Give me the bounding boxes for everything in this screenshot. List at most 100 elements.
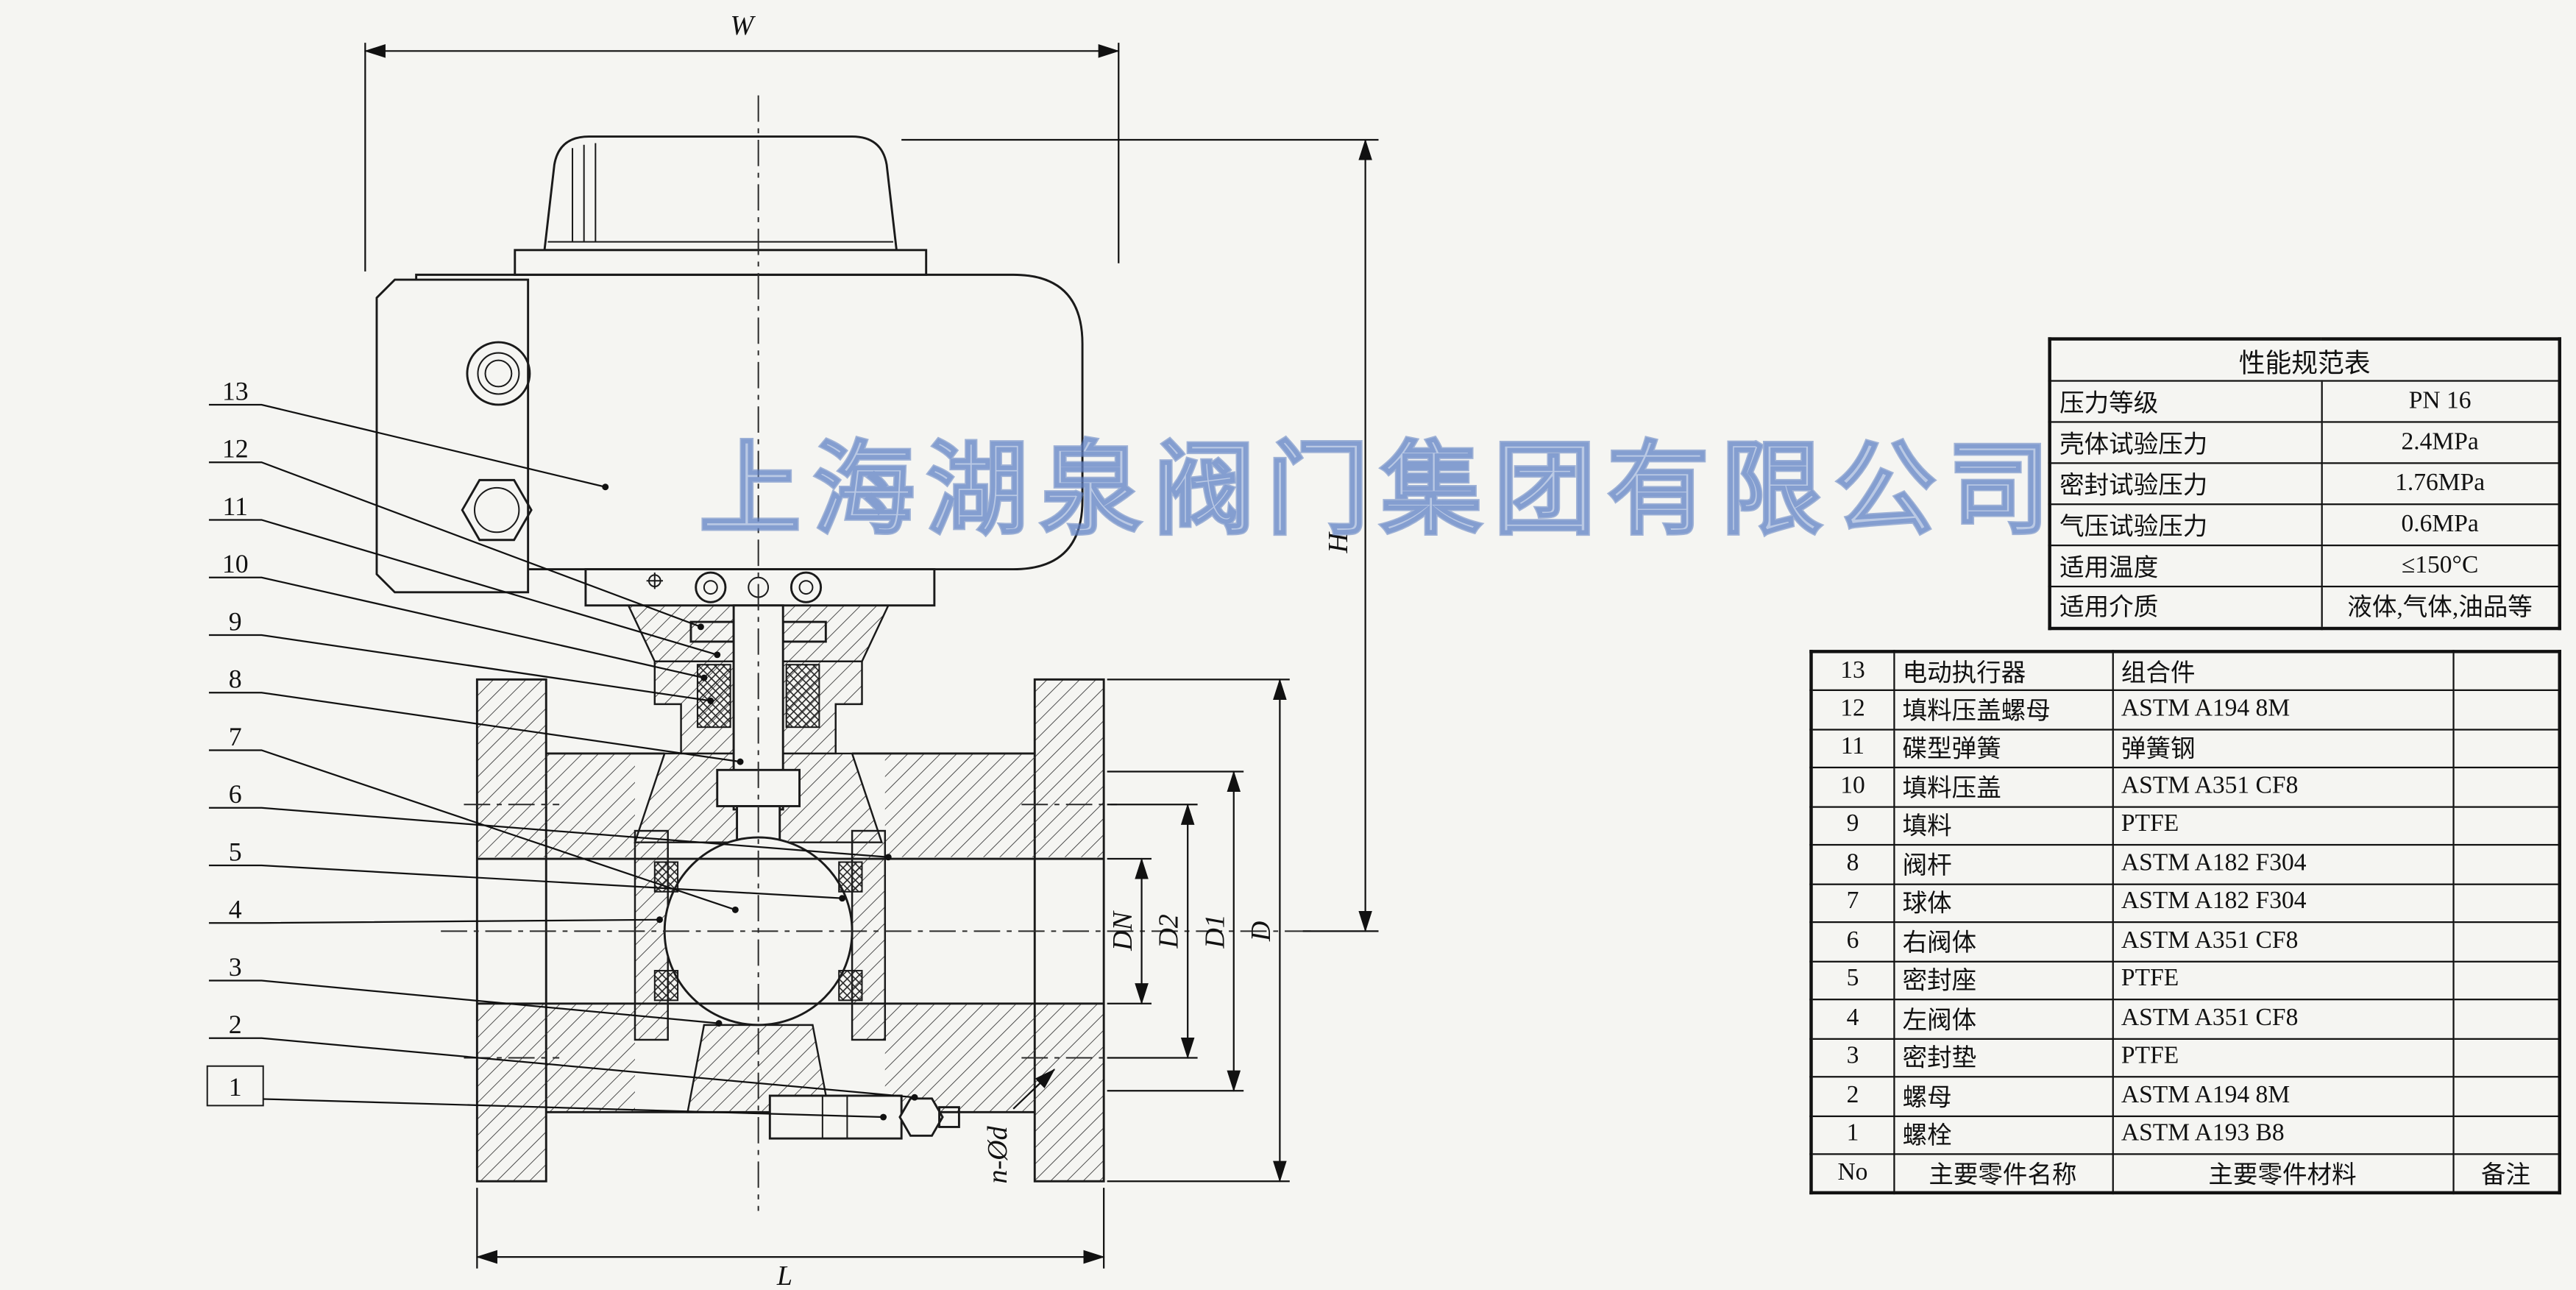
part-name: 球体 xyxy=(1892,882,2113,924)
part-remark xyxy=(2452,1037,2561,1078)
body-joint-left xyxy=(634,829,669,1041)
part-no: 4 xyxy=(1810,999,1895,1039)
callout-10: 10 xyxy=(222,549,249,578)
parts-materials-table: 13 电动执行器 组合件 12 填料压盖螺母 ASTM A194 8M 11 碟… xyxy=(1809,650,2561,1195)
part-material: ASTM A194 8M xyxy=(2111,1076,2454,1116)
part-remark xyxy=(2452,960,2561,1001)
dim-label-nod: n-Ød xyxy=(982,1125,1013,1183)
spec-value: 0.6MPa xyxy=(2320,503,2561,547)
part-material: ASTM A194 8M xyxy=(2111,689,2454,730)
parts-row: 2 螺母 ASTM A194 8M xyxy=(1810,1076,2561,1116)
parts-row: 3 密封垫 PTFE xyxy=(1810,1037,2561,1078)
part-no: 12 xyxy=(1810,689,1895,730)
centerlines xyxy=(441,95,1316,1211)
part-name: 阀杆 xyxy=(1892,843,2113,885)
part-no: 10 xyxy=(1810,766,1895,807)
dimensions: W H L DN D2 D1 D n-Ød xyxy=(363,10,1379,1290)
spec-value: ≤150°C xyxy=(2320,545,2561,588)
spec-table-title: 性能规范表 xyxy=(2048,338,2561,382)
part-no: 11 xyxy=(1810,728,1895,769)
part-no: 3 xyxy=(1810,1037,1895,1078)
left-pipe-flange xyxy=(475,678,547,1183)
part-no: 7 xyxy=(1810,882,1895,924)
spec-row: 气压试验压力 0.6MPa xyxy=(2048,503,2561,547)
part-material: ASTM A351 CF8 xyxy=(2111,921,2454,962)
spec-value: 1.76MPa xyxy=(2320,462,2561,506)
part-material: PTFE xyxy=(2111,805,2454,846)
callout-7: 7 xyxy=(229,722,242,751)
part-remark xyxy=(2452,1076,2561,1116)
callout-1: 1 xyxy=(229,1072,242,1102)
callout-6: 6 xyxy=(229,779,242,809)
dim-label-d: D xyxy=(1246,921,1277,942)
spec-label: 压力等级 xyxy=(2048,380,2322,423)
part-material: ASTM A182 F304 xyxy=(2111,882,2454,924)
dim-label-d2: D2 xyxy=(1154,914,1185,949)
part-remark xyxy=(2452,651,2561,691)
parts-header-row: No 主要零件名称 主要零件材料 备注 xyxy=(1810,1153,2561,1194)
spec-row: 适用温度 ≤150°C xyxy=(2048,545,2561,588)
callout-8: 8 xyxy=(229,665,242,694)
part-name: 左阀体 xyxy=(1892,999,2113,1039)
parts-row: 12 填料压盖螺母 ASTM A194 8M xyxy=(1810,689,2561,730)
seat-ring xyxy=(838,970,863,1002)
parts-header-no: No xyxy=(1810,1153,1895,1194)
part-material: ASTM A182 F304 xyxy=(2111,843,2454,885)
callout-9: 9 xyxy=(229,606,242,636)
spec-label: 适用介质 xyxy=(2048,585,2322,629)
spec-row: 适用介质 液体,气体,油品等 xyxy=(2048,585,2561,629)
part-remark xyxy=(2452,999,2561,1039)
callout-13: 13 xyxy=(222,376,249,405)
spec-row: 压力等级 PN 16 xyxy=(2048,380,2561,423)
parts-row: 9 填料 PTFE xyxy=(1810,805,2561,846)
part-no: 1 xyxy=(1810,1114,1895,1155)
part-name: 密封垫 xyxy=(1892,1037,2113,1078)
part-remark xyxy=(2452,689,2561,730)
packing-right xyxy=(785,664,820,729)
part-name: 密封座 xyxy=(1892,960,2113,1001)
part-remark xyxy=(2452,766,2561,807)
spec-value: 液体,气体,油品等 xyxy=(2320,585,2561,629)
seat-ring xyxy=(653,970,679,1002)
parts-row: 4 左阀体 ASTM A351 CF8 xyxy=(1810,999,2561,1039)
part-material: 弹簧钢 xyxy=(2111,728,2454,769)
spec-label: 适用温度 xyxy=(2048,545,2322,588)
valve-body xyxy=(464,678,1118,1183)
callout-11: 11 xyxy=(222,492,247,521)
part-name: 填料 xyxy=(1892,805,2113,846)
spec-value: PN 16 xyxy=(2320,380,2561,423)
part-no: 13 xyxy=(1810,651,1895,691)
part-remark xyxy=(2452,921,2561,962)
part-remark xyxy=(2452,882,2561,924)
spec-row: 壳体试验压力 2.4MPa xyxy=(2048,421,2561,464)
spec-value: 2.4MPa xyxy=(2320,421,2561,464)
dim-label-d1: D1 xyxy=(1199,914,1230,949)
part-name: 电动执行器 xyxy=(1892,651,2113,691)
parts-row: 6 右阀体 ASTM A351 CF8 xyxy=(1810,921,2561,962)
parts-header-material: 主要零件材料 xyxy=(2111,1153,2454,1194)
part-callouts: 13 12 11 10 9 8 7 6 5 4 3 2 1 xyxy=(206,376,918,1121)
dim-label-l: L xyxy=(776,1261,792,1290)
part-material: ASTM A351 CF8 xyxy=(2111,766,2454,807)
dim-label-dn: DN xyxy=(1107,910,1138,951)
parts-header-remark: 备注 xyxy=(2452,1153,2561,1194)
part-material: ASTM A351 CF8 xyxy=(2111,999,2454,1039)
part-no: 6 xyxy=(1810,921,1895,962)
part-name: 右阀体 xyxy=(1892,921,2113,962)
part-material: 组合件 xyxy=(2111,651,2454,691)
part-name: 螺母 xyxy=(1892,1076,2113,1116)
part-remark xyxy=(2452,805,2561,846)
part-name: 碟型弹簧 xyxy=(1892,728,2113,769)
callout-4: 4 xyxy=(229,895,242,924)
performance-spec-table: 性能规范表 压力等级 PN 16 壳体试验压力 2.4MPa 密封试验压力 1.… xyxy=(2048,337,2561,630)
part-no: 9 xyxy=(1810,805,1895,846)
callout-3: 3 xyxy=(229,952,242,982)
part-no: 5 xyxy=(1810,960,1895,1001)
dim-label-w: W xyxy=(730,10,756,41)
parts-row: 11 碟型弹簧 弹簧钢 xyxy=(1810,728,2561,769)
part-material: ASTM A193 B8 xyxy=(2111,1114,2454,1155)
spec-label: 密封试验压力 xyxy=(2048,462,2322,506)
part-no: 8 xyxy=(1810,843,1895,885)
